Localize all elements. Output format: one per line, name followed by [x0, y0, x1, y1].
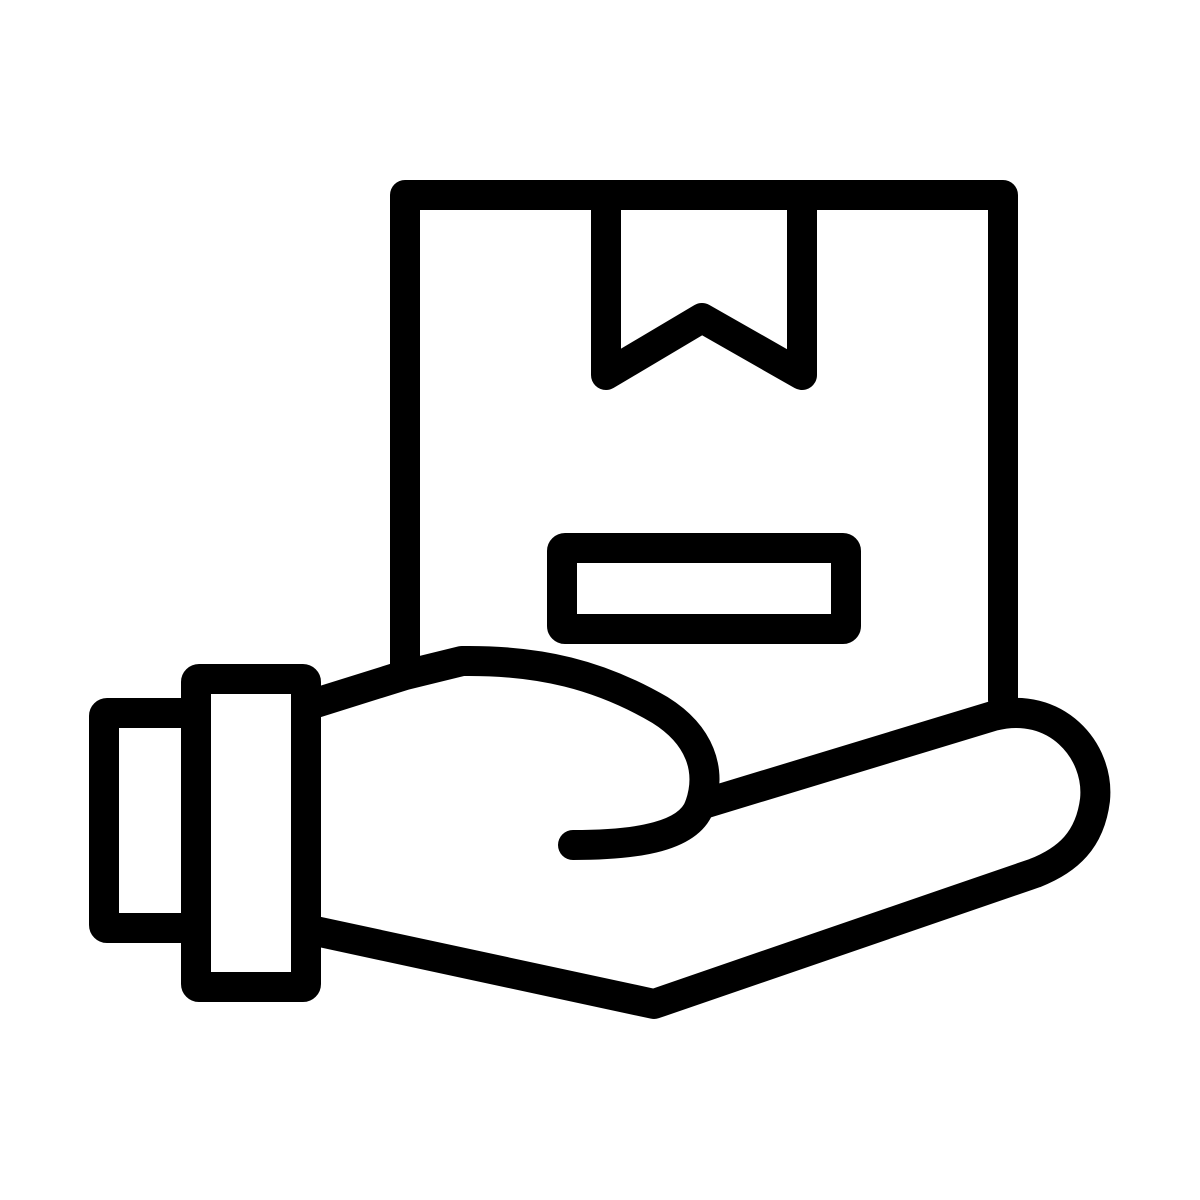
box-tape-ribbon [591, 180, 817, 390]
hand-palm-outline [291, 645, 1111, 1019]
box-outline [390, 180, 1018, 715]
sleeve-inner-band [181, 664, 321, 1002]
thumb-crease [558, 790, 715, 860]
box-label [547, 533, 861, 644]
